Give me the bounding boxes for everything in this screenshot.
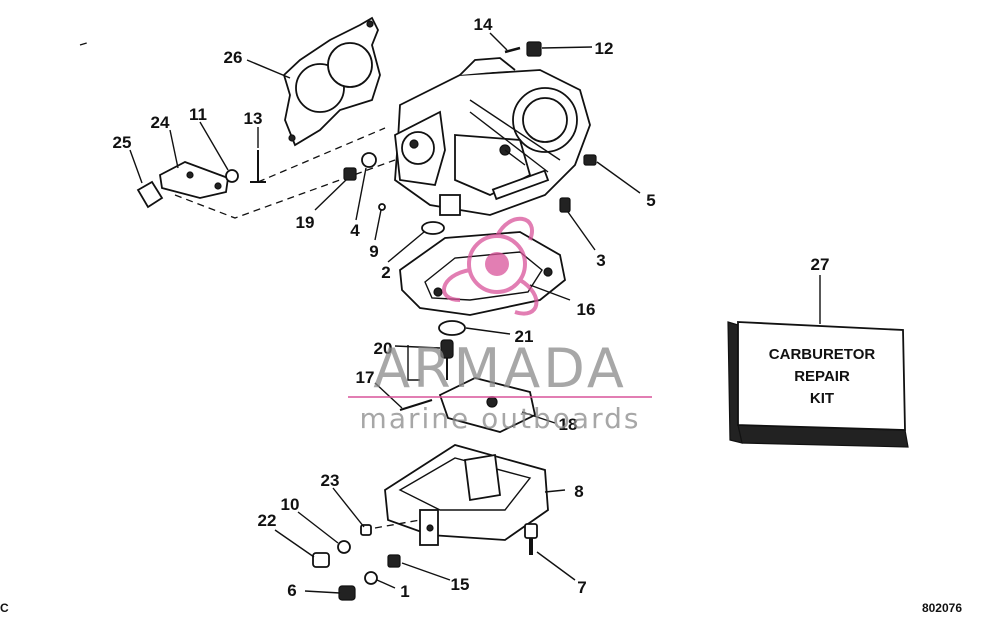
callout-21: 21 [515, 327, 534, 346]
float-bowl-8 [384, 444, 549, 546]
kit-label-line2: REPAIR [794, 368, 850, 385]
armada-logo-mark [442, 216, 539, 316]
callout-6: 6 [287, 581, 296, 600]
screw-3 [559, 197, 571, 213]
callout-7: 7 [577, 578, 586, 597]
watermark-brand: ARMADA [373, 337, 627, 400]
needle-valve-20 [440, 339, 454, 380]
pin-13 [250, 150, 266, 183]
pin-17 [399, 398, 433, 412]
callout-17: 17 [356, 368, 375, 387]
callout-23: 23 [321, 471, 340, 490]
callout-18: 18 [559, 415, 578, 434]
washer-11 [225, 169, 239, 183]
screw-19 [343, 167, 357, 181]
callout-10: 10 [281, 495, 300, 514]
callout-4: 4 [350, 221, 360, 240]
kit-label-line3: KIT [810, 390, 834, 407]
screw-6 [338, 585, 356, 601]
assembly-dash-line-d [374, 519, 421, 529]
plug-25 [136, 180, 164, 209]
callout-2: 2 [381, 263, 390, 282]
leader-lines [129, 32, 821, 594]
leader-bracket-20 [407, 345, 420, 381]
plug-22 [312, 552, 330, 568]
callout-20: 20 [374, 339, 393, 358]
callout-13: 13 [244, 109, 263, 128]
callout-1: 1 [400, 582, 409, 601]
edge-mark: C [0, 601, 9, 615]
jet-15 [387, 554, 401, 568]
lever-shaft-24 [159, 161, 229, 199]
callout-12: 12 [595, 39, 614, 58]
callout-numbers: 26 11 13 24 25 14 12 5 3 19 4 9 2 16 21 … [113, 15, 830, 601]
jet-23 [360, 524, 372, 536]
callout-9: 9 [369, 242, 378, 261]
washer-4 [361, 152, 377, 168]
repair-kit-box-27 [727, 321, 909, 448]
assembly-dash-line-a [174, 159, 396, 219]
screw-7 [524, 523, 538, 555]
cap-12 [526, 41, 542, 57]
gasket-21 [438, 320, 466, 336]
callout-19: 19 [296, 213, 315, 232]
callout-27: 27 [811, 255, 830, 274]
washer-10 [337, 540, 351, 554]
assembly-dash-line-c [79, 41, 91, 46]
flange-gasket-26 [282, 16, 381, 147]
o-ring-2 [421, 221, 445, 235]
armada-watermark: ARMADA marine outboards [348, 216, 652, 435]
pin-14 [504, 46, 521, 54]
callout-24: 24 [151, 113, 170, 132]
callout-3: 3 [596, 251, 605, 270]
drawing-number: 802076 [922, 601, 962, 615]
callout-8: 8 [574, 482, 583, 501]
callout-26: 26 [224, 48, 243, 67]
callout-16: 16 [577, 300, 596, 319]
callout-25: 25 [113, 133, 132, 152]
watermark-tagline: marine outboards [360, 402, 641, 435]
callout-14: 14 [474, 15, 493, 34]
callout-22: 22 [258, 511, 277, 530]
bowl-gasket-16 [399, 231, 566, 316]
float-18 [438, 377, 537, 433]
callout-5: 5 [646, 191, 655, 210]
washer-1 [364, 571, 378, 585]
screw-5 [583, 154, 597, 166]
callout-15: 15 [451, 575, 470, 594]
ball-9 [378, 203, 386, 211]
kit-label-line1: CARBURETOR [769, 346, 876, 363]
callout-11: 11 [189, 105, 207, 124]
carburetor-body [394, 57, 591, 216]
